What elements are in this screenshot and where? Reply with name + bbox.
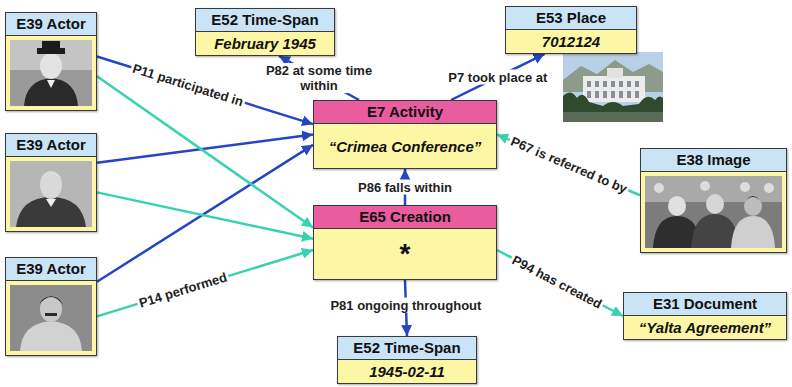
property-name: P7 took place at	[448, 70, 547, 85]
class-box: E39 Actor	[5, 257, 97, 356]
class-header: E39 Actor	[6, 258, 96, 281]
property-arrow	[497, 135, 640, 196]
property-name: P82 at some time within	[266, 63, 372, 93]
instance-value: 7012124	[542, 32, 600, 51]
property-label: P67 is referred to by	[506, 133, 631, 197]
class-box: E38 Image	[640, 148, 787, 253]
photo-frame	[6, 157, 96, 231]
property-label: P94 has created	[508, 251, 606, 312]
class-name: E39 Actor	[16, 135, 85, 155]
portrait-photo	[10, 285, 92, 351]
property-label: P7 took place at	[446, 70, 549, 85]
instance-value: 1945-02-11	[369, 362, 445, 381]
property-arrow	[497, 250, 623, 316]
class-header: E52 Time-Span	[338, 337, 476, 360]
instance-value: February 1945	[214, 34, 316, 53]
portrait-photo	[10, 40, 92, 106]
property-name: P94 has created	[510, 252, 605, 311]
class-box: E39 Actor	[5, 133, 97, 232]
property-label: P82 at some time within	[261, 63, 377, 93]
class-box: E39 Actor	[5, 12, 97, 111]
photo-frame	[641, 172, 786, 252]
property-label: P86 falls within	[356, 180, 454, 195]
class-body: “Crimea Conference”	[314, 124, 496, 168]
class-name: E39 Actor	[16, 14, 85, 34]
palace-photo	[563, 52, 663, 122]
class-body: “Yalta Agreement”	[624, 316, 786, 339]
class-name: E65 Creation	[359, 207, 451, 227]
instance-value: “Crimea Conference”	[329, 137, 482, 156]
class-name: E38 Image	[676, 150, 750, 170]
photo-frame	[6, 36, 96, 110]
property-arrow	[97, 192, 313, 238]
class-box: E52 Time-Span 1945-02-11	[337, 336, 477, 384]
property-label: P81 ongoing throughout	[328, 298, 483, 313]
class-name: E52 Time-Span	[353, 338, 460, 358]
class-box: E52 Time-SpanFebruary 1945	[195, 8, 335, 56]
class-box: E65 Creation *	[313, 205, 497, 280]
class-name: E52 Time-Span	[211, 10, 318, 30]
instance-value: “Yalta Agreement”	[639, 318, 771, 337]
portrait-photo	[10, 161, 92, 227]
class-box: E7 Activity “Crimea Conference”	[313, 100, 497, 169]
class-body: *	[314, 229, 496, 279]
property-name: P11 participated in	[131, 61, 245, 110]
property-name: P14 performed	[138, 269, 229, 310]
class-header: E7 Activity	[314, 101, 496, 124]
class-body: 7012124	[506, 30, 636, 53]
class-name: E39 Actor	[16, 259, 85, 279]
property-name: P81 ongoing throughout	[330, 298, 481, 313]
class-header: E39 Actor	[6, 13, 96, 36]
class-header: E39 Actor	[6, 134, 96, 157]
class-body: 1945-02-11	[338, 360, 476, 383]
class-header: E52 Time-Span	[196, 9, 334, 32]
class-header: E31 Document	[624, 293, 786, 316]
property-name: P86 falls within	[358, 180, 452, 195]
class-box: E31 Document “Yalta Agreement”	[623, 292, 787, 340]
photo-frame	[6, 281, 96, 355]
class-header: E65 Creation	[314, 206, 496, 229]
class-box: E53 Place 7012124	[505, 6, 637, 54]
property-label: P11 participated in	[129, 60, 247, 110]
property-arrow	[97, 135, 313, 163]
property-name: P67 is referred to by	[508, 134, 629, 197]
group-photo	[645, 176, 782, 248]
class-name: E7 Activity	[367, 102, 443, 122]
class-name: E53 Place	[536, 8, 606, 28]
instance-mark: *	[400, 239, 411, 269]
property-arrow	[97, 250, 313, 316]
class-body: February 1945	[196, 32, 334, 55]
class-header: E53 Place	[506, 7, 636, 30]
property-label: P14 performed	[136, 269, 231, 311]
class-name: E31 Document	[653, 294, 757, 314]
property-arrow	[97, 76, 313, 227]
class-header: E38 Image	[641, 149, 786, 172]
